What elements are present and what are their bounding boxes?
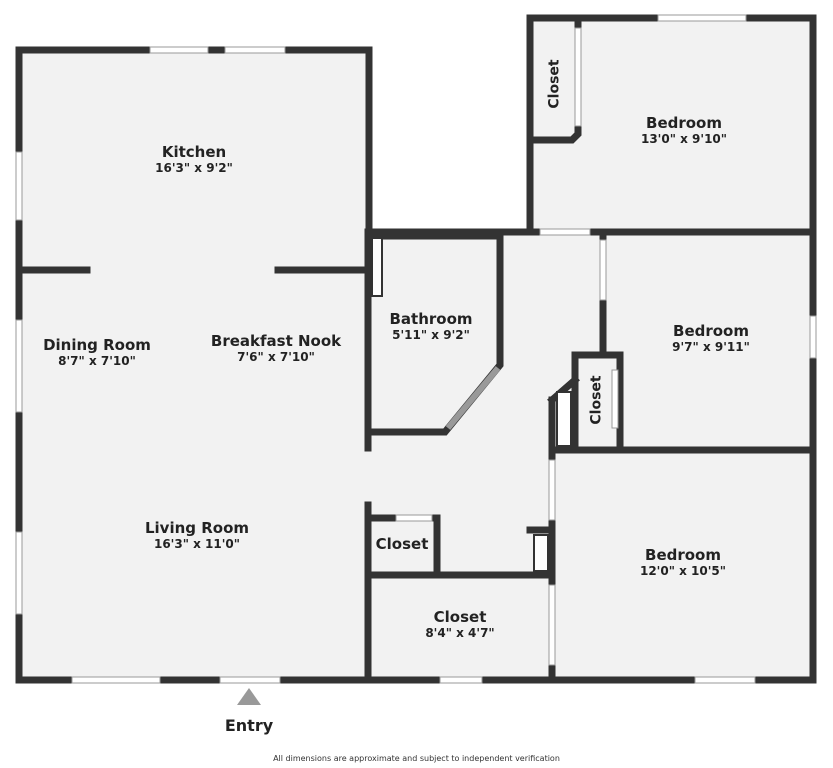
room-dim: 12'0" x 10'5" bbox=[639, 564, 727, 578]
room-name: Living Room bbox=[144, 519, 250, 537]
windows-doors bbox=[15, 14, 817, 684]
room-dim: 7'6" x 7'10" bbox=[237, 350, 315, 364]
room-name: Bedroom bbox=[646, 114, 722, 132]
room-name: Kitchen bbox=[161, 143, 227, 161]
room-name: Bedroom bbox=[645, 546, 721, 564]
room-dim: 16'3" x 9'2" bbox=[155, 161, 233, 175]
room-dim: 9'7" x 9'11" bbox=[672, 340, 750, 354]
room-name: Bathroom bbox=[389, 310, 473, 328]
room-name: Dining Room bbox=[43, 336, 151, 354]
hatched-blocks bbox=[371, 237, 572, 572]
room-name: Breakfast Nook bbox=[210, 332, 342, 350]
footer-disclaimer: All dimensions are approximate and subje… bbox=[273, 754, 560, 763]
closet-bedroom-1: Closet bbox=[546, 59, 563, 109]
entry-arrow-icon bbox=[237, 688, 261, 705]
room-dim: 8'7" x 7'10" bbox=[58, 354, 136, 368]
room-name: Closet bbox=[433, 608, 487, 626]
room-name: Bedroom bbox=[673, 322, 749, 340]
closet-hall: Closet bbox=[375, 535, 429, 553]
room-dim: 8'4" x 4'7" bbox=[425, 626, 495, 640]
room-dim: 16'3" x 11'0" bbox=[153, 537, 241, 551]
walls bbox=[15, 14, 817, 684]
entry-label: Entry bbox=[224, 716, 274, 735]
room-dim: 5'11" x 9'2" bbox=[392, 328, 470, 342]
room-dim: 13'0" x 9'10" bbox=[640, 132, 728, 146]
closet-bedroom-2: Closet bbox=[588, 375, 605, 425]
